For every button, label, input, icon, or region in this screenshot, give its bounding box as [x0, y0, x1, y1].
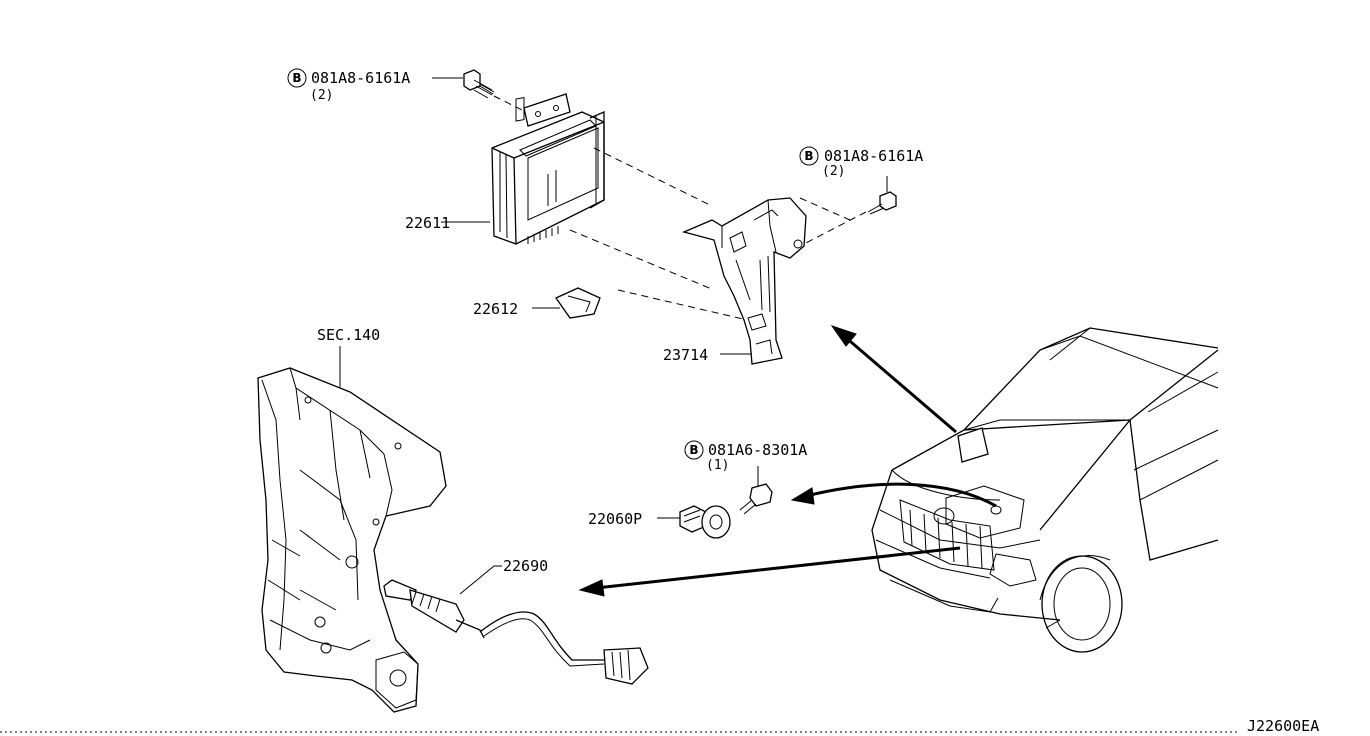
- ecm-bolt-quantity: (2): [310, 88, 333, 103]
- arrow-to-o2-sensor: [578, 546, 961, 597]
- bracket-bolt-callout: B 081A8-6161A (2): [799, 146, 923, 192]
- diagram-id: J22600EA: [1247, 717, 1319, 735]
- bracket-bolt-quantity: (2): [822, 164, 845, 179]
- arrow-to-ecm: [830, 325, 957, 434]
- knock-sensor-part-number: 22060P: [588, 510, 642, 528]
- o2-sensor-part-number: 22690: [503, 557, 548, 575]
- bolt-b-symbol: [799, 146, 819, 166]
- section-reference: SEC.140: [317, 326, 380, 344]
- knock-bolt-part-number: 081A6-8301A: [708, 441, 807, 459]
- knock-bolt-callout: B 081A6-8301A (1): [684, 440, 807, 486]
- ecm-bracket: [682, 197, 807, 365]
- vehicle-illustration: [871, 327, 1219, 653]
- ecm-bolt-part-number: 081A8-6161A: [311, 69, 410, 87]
- knock-bolt-quantity: (1): [706, 458, 729, 473]
- ecm-bolt-callout: B 081A8-6161A (2): [287, 68, 463, 103]
- bracket-bolt-part-number: 081A8-6161A: [824, 147, 923, 165]
- exhaust-manifold: [257, 367, 447, 713]
- bolt-b-letter: B: [804, 149, 813, 163]
- bolt-b-letter: B: [292, 71, 301, 85]
- cover-part-number: 22612: [473, 300, 518, 318]
- arrow-to-knock-sensor: [790, 482, 997, 508]
- bolt-b-symbol: [684, 440, 704, 460]
- bracket-part-number: 23714: [663, 346, 708, 364]
- ecm-bolt: [463, 69, 495, 99]
- ecm-part-number: 22611: [405, 214, 450, 232]
- ecm-unit: [491, 93, 605, 245]
- oxygen-sensor: [383, 579, 649, 685]
- knock-bolt: [739, 483, 773, 515]
- knock-sensor: [679, 505, 731, 539]
- bolt-b-symbol: [287, 68, 307, 88]
- bracket-bolt: [867, 191, 897, 215]
- bolt-b-letter: B: [689, 443, 698, 457]
- ecm-cover: [555, 287, 601, 319]
